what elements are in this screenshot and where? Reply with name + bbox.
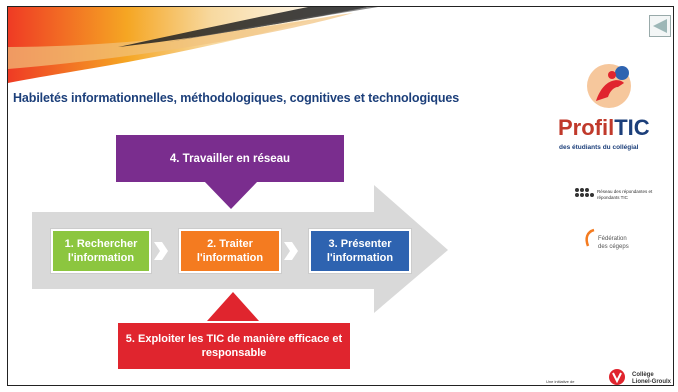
person-figure-icon	[587, 64, 631, 108]
federation-line2: des cégeps	[598, 244, 629, 250]
slide: Habiletés informationnelles, méthodologi…	[7, 6, 674, 386]
federation-icon	[585, 228, 595, 247]
tic-text: TIC	[614, 115, 650, 140]
slide-heading: Habiletés informationnelles, méthodologi…	[13, 91, 460, 105]
step-present: 3. Présenter l'information	[309, 229, 411, 273]
college-logo-text: Collège Lionel-Groulx	[632, 372, 671, 385]
chevron-right-icon	[284, 242, 298, 260]
chevron-right-icon	[154, 242, 168, 260]
profiltic-logo: ProfilTIC	[558, 115, 650, 141]
slide-banner	[8, 7, 378, 83]
profiltic-subtitle: des étudiants du collégial	[559, 144, 639, 151]
reseau-text: Réseau des répondantes et répondants TIC	[597, 189, 653, 200]
previous-slide-button[interactable]	[649, 15, 671, 37]
triangle-left-icon	[653, 19, 667, 33]
college-logo-icon	[609, 369, 625, 385]
up-arrow-red	[207, 292, 259, 321]
footer-initiative-text: Une initiative de	[546, 379, 575, 384]
box-exploit-tic: 5. Exploiter les TIC de manière efficace…	[118, 323, 350, 369]
reseau-dots-icon	[575, 188, 594, 197]
federation-line1: Fédération	[598, 236, 627, 242]
federation-text: Fédération des cégeps	[598, 235, 629, 251]
step-process: 2. Traiter l'information	[179, 229, 281, 273]
down-arrow-purple	[204, 181, 258, 209]
box-work-network: 4. Travailler en réseau	[116, 135, 344, 182]
profil-text: Profil	[558, 115, 615, 140]
step-search: 1. Rechercher l'information	[51, 229, 151, 273]
